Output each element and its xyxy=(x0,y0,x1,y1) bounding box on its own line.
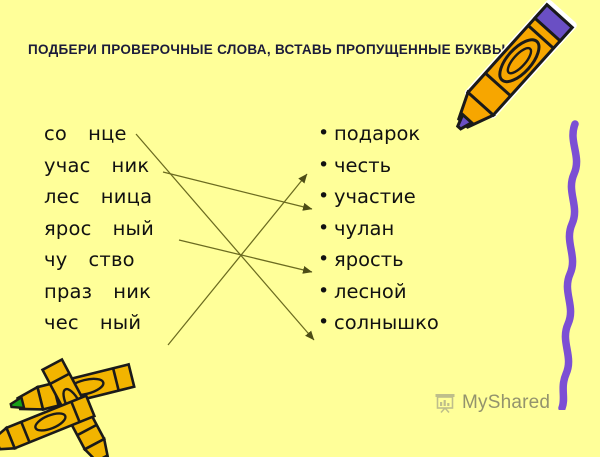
bullet-icon: • xyxy=(318,153,330,176)
list-item[interactable]: • лесной xyxy=(318,276,439,308)
list-item[interactable]: • честь xyxy=(318,150,439,182)
watermark: MyShared xyxy=(434,392,550,414)
connection-uchasnik-uchastie xyxy=(162,171,313,211)
list-item[interactable]: • солнышко xyxy=(318,307,439,339)
purple-squiggle-icon xyxy=(558,120,581,410)
word-part-second: ница xyxy=(100,185,153,209)
connection-sonce-solnyshko xyxy=(135,133,315,341)
word-part-second: ный xyxy=(112,216,154,240)
page-title: ПОДБЕРИ ПРОВЕРОЧНЫЕ СЛОВА, ВСТАВЬ ПРОПУЩ… xyxy=(28,42,506,57)
bullet-icon: • xyxy=(318,311,330,334)
bullet-icon: • xyxy=(318,248,330,271)
list-item[interactable]: со нце xyxy=(44,118,154,150)
word-part-second: ник xyxy=(111,153,150,177)
watermark-text: MyShared xyxy=(462,392,551,413)
list-item[interactable]: чу ство xyxy=(44,244,154,276)
word-part-first: чес xyxy=(44,311,79,335)
list-item[interactable]: ярос ный xyxy=(44,213,154,245)
connection-yarosny-yarost xyxy=(178,239,313,274)
word-part-first: учас xyxy=(44,153,91,177)
bullet-icon: • xyxy=(318,216,330,239)
list-item[interactable]: лес ница xyxy=(44,181,154,213)
word-part-first: ярос xyxy=(44,216,92,240)
word-part-first: чу xyxy=(44,248,68,272)
word-part-first: праз xyxy=(44,279,93,303)
list-item[interactable]: • чулан xyxy=(318,213,439,245)
answer-word: подарок xyxy=(334,122,421,146)
list-item[interactable]: чес ный xyxy=(44,307,154,339)
answer-word: солнышко xyxy=(334,311,439,335)
word-part-second: ство xyxy=(88,248,135,272)
list-item[interactable]: учас ник xyxy=(44,150,154,182)
crossed-crayons-icon xyxy=(0,357,136,457)
answer-word: участие xyxy=(334,185,416,209)
list-item[interactable]: • ярость xyxy=(318,244,439,276)
left-word-column: со нце учас ник лес ница ярос ный чу ств… xyxy=(44,118,154,339)
list-item[interactable]: праз ник xyxy=(44,276,154,308)
bullet-icon: • xyxy=(318,185,330,208)
bullet-icon: • xyxy=(318,122,330,145)
answer-word: ярость xyxy=(334,248,404,272)
list-item[interactable]: • подарок xyxy=(318,118,439,150)
word-part-second: ный xyxy=(99,311,142,335)
word-part-second: ник xyxy=(113,279,152,303)
word-part-second: нце xyxy=(88,122,127,146)
orange-crayon-icon xyxy=(455,0,577,131)
answer-word: честь xyxy=(334,153,392,177)
answer-word: лесной xyxy=(334,279,407,303)
right-word-column: • подарок • честь • участие • чулан • яр… xyxy=(318,118,439,339)
bullet-icon: • xyxy=(318,279,330,302)
connection-chesny-chest xyxy=(167,173,308,346)
answer-word: чулан xyxy=(334,216,395,240)
list-item[interactable]: • участие xyxy=(318,181,439,213)
word-part-first: со xyxy=(44,122,68,146)
word-part-first: лес xyxy=(44,185,80,209)
presentation-chart-icon xyxy=(435,394,455,413)
